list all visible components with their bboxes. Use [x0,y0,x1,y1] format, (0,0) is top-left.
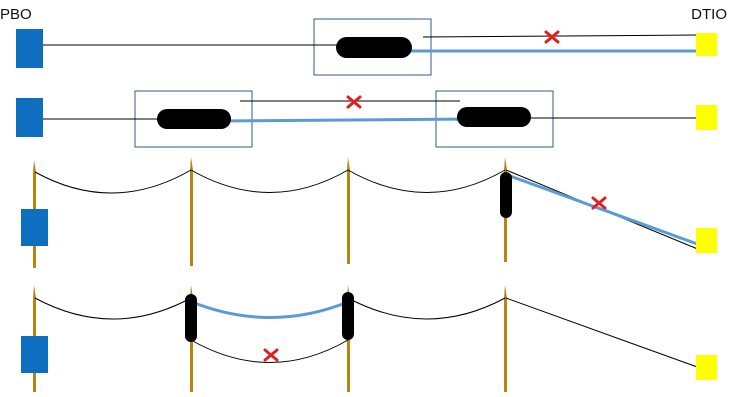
pbo-box [16,29,43,68]
fiber-bypass-route [191,300,349,319]
pbo-box [16,98,43,137]
dtio-label: DTIO [691,6,727,23]
cut-mark-icon [544,30,560,44]
splice-closure [336,37,412,58]
pole [347,157,350,264]
fiber-spliced-route [219,117,471,123]
row-aerial-mid-span-splice [21,285,717,392]
cut-mark-icon [591,196,607,210]
dtio-box [696,355,717,380]
dtio-box [696,228,717,253]
row-aerial-drop-splice [21,157,717,268]
row-underground-double-splice [16,90,717,148]
pbo-box [21,209,48,246]
splice-frame [313,18,432,76]
dtio-box [696,105,717,130]
splice-closure [342,292,354,340]
splice-closure [457,107,531,127]
dtio-box [696,33,717,56]
pole [504,285,507,392]
pole [190,157,193,266]
cut-mark-icon [346,95,362,109]
aerial-messenger-cable [34,297,701,369]
row-underground-single-splice [16,18,717,76]
splice-closure [157,109,231,129]
broken-direct-cable [422,34,699,38]
drop-splice-closure [500,172,512,218]
pbo-label: PBO [0,6,32,23]
fiber-drop-route [509,174,701,247]
cut-mark-icon [263,348,279,362]
splice-closure [185,294,197,342]
pbo-box [21,336,48,373]
